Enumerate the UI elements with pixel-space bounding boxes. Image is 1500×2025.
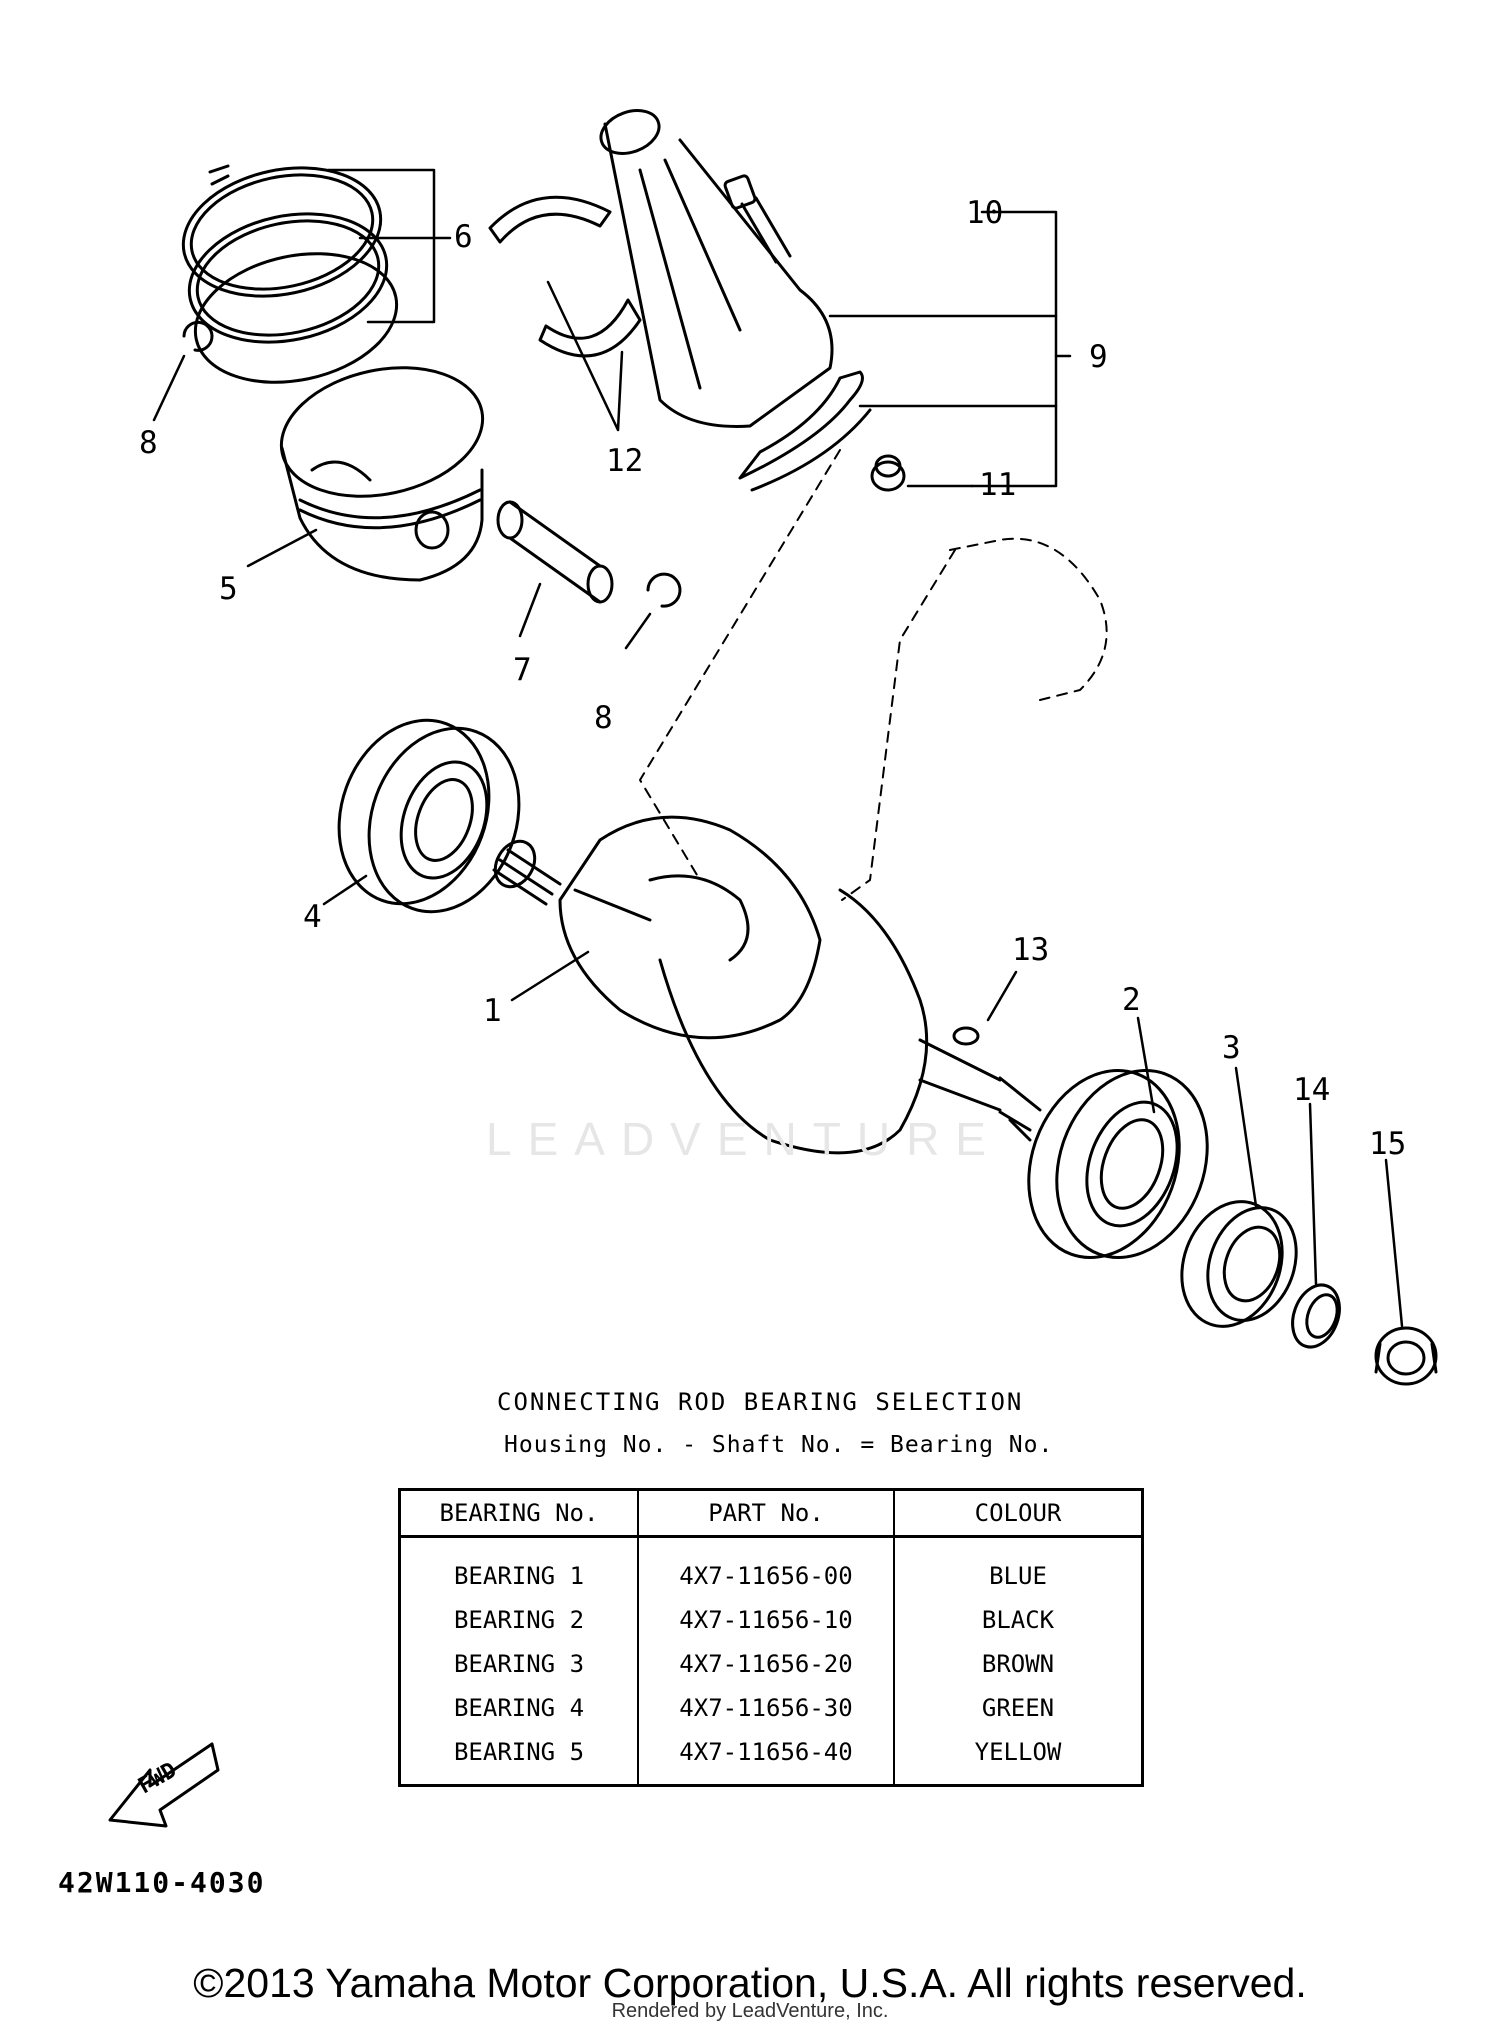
header-part-no: PART No. [638, 1489, 895, 1538]
watermark-text: LEADVENTURE [486, 1113, 1002, 1165]
callout-5: 5 [219, 571, 238, 607]
callout-3: 3 [1222, 1030, 1241, 1066]
phantom-rod [639, 449, 1108, 901]
colour-cell: GREEN [894, 1686, 1144, 1730]
bearing-selection-table: BEARING No. PART No. COLOUR BEARING 1 4X… [398, 1488, 1144, 1787]
callout-8-left: 8 [139, 425, 158, 461]
callout-9: 9 [1089, 339, 1108, 375]
callout-15: 15 [1369, 1126, 1407, 1162]
connecting-rod [599, 109, 834, 428]
rod-cap [738, 370, 872, 492]
bearing-cell: BEARING 3 [399, 1642, 639, 1686]
fwd-arrow-icon [108, 1742, 220, 1828]
piston-pin [496, 500, 614, 604]
colour-cell: YELLOW [894, 1730, 1144, 1786]
rod-bearing-shells [488, 195, 642, 358]
drive-gear [1180, 1200, 1298, 1328]
part-cell: 4X7-11656-30 [638, 1686, 895, 1730]
crank-nut [1374, 1326, 1438, 1386]
circlip-left [182, 320, 214, 352]
woodruff-key [952, 1026, 980, 1046]
callout-14: 14 [1293, 1072, 1331, 1108]
washer [1291, 1283, 1341, 1349]
bearing-cell: BEARING 5 [399, 1730, 639, 1786]
colour-cell: BROWN [894, 1642, 1144, 1686]
table-row: BEARING 3 4X7-11656-20 BROWN [399, 1642, 1144, 1686]
header-bearing-no: BEARING No. [399, 1489, 639, 1538]
colour-cell: BLACK [894, 1598, 1144, 1642]
bearing-cell: BEARING 2 [399, 1598, 639, 1642]
table-row: BEARING 5 4X7-11656-40 YELLOW [399, 1730, 1144, 1786]
piston-rings [181, 164, 399, 384]
table-row: BEARING 1 4X7-11656-00 BLUE [399, 1536, 1144, 1598]
diagram-code: 42W110-4030 [58, 1866, 266, 1899]
table-row: BEARING 2 4X7-11656-10 BLACK [399, 1598, 1144, 1642]
callout-6: 6 [454, 219, 473, 255]
crank-bearing-right [1027, 1068, 1209, 1260]
piston [279, 366, 485, 582]
crankshaft [492, 815, 1042, 1155]
part-cell: 4X7-11656-00 [638, 1536, 895, 1598]
part-cell: 4X7-11656-20 [638, 1642, 895, 1686]
rod-nut [870, 454, 906, 492]
part-cell: 4X7-11656-10 [638, 1598, 895, 1642]
rendered-by-notice: Rendered by LeadVenture, Inc. [611, 2000, 889, 2022]
callout-2: 2 [1122, 982, 1141, 1018]
callout-13: 13 [1012, 932, 1050, 968]
circlip-right [646, 572, 682, 608]
callout-10: 10 [966, 195, 1004, 231]
table-row: BEARING 4 4X7-11656-30 GREEN [399, 1686, 1144, 1730]
callout-4: 4 [303, 899, 322, 935]
colour-cell: BLUE [894, 1536, 1144, 1598]
table-header-row: BEARING No. PART No. COLOUR [399, 1489, 1144, 1538]
leader-lines [152, 168, 1404, 1328]
crank-bearing-left [337, 718, 521, 914]
bearing-cell: BEARING 4 [399, 1686, 639, 1730]
callout-8-right: 8 [594, 700, 613, 736]
selection-title: CONNECTING ROD BEARING SELECTION [497, 1388, 1024, 1416]
callout-11: 11 [979, 467, 1017, 503]
copyright-notice: ©2013 Yamaha Motor Corporation, U.S.A. A… [193, 1960, 1307, 2006]
bearing-cell: BEARING 1 [399, 1536, 639, 1598]
selection-formula: Housing No. - Shaft No. = Bearing No. [504, 1432, 1054, 1458]
callout-12: 12 [606, 443, 644, 479]
callout-7: 7 [513, 652, 532, 688]
header-colour: COLOUR [894, 1489, 1144, 1538]
part-cell: 4X7-11656-40 [638, 1730, 895, 1786]
callout-1: 1 [483, 993, 502, 1029]
rod-bolt [723, 174, 792, 264]
